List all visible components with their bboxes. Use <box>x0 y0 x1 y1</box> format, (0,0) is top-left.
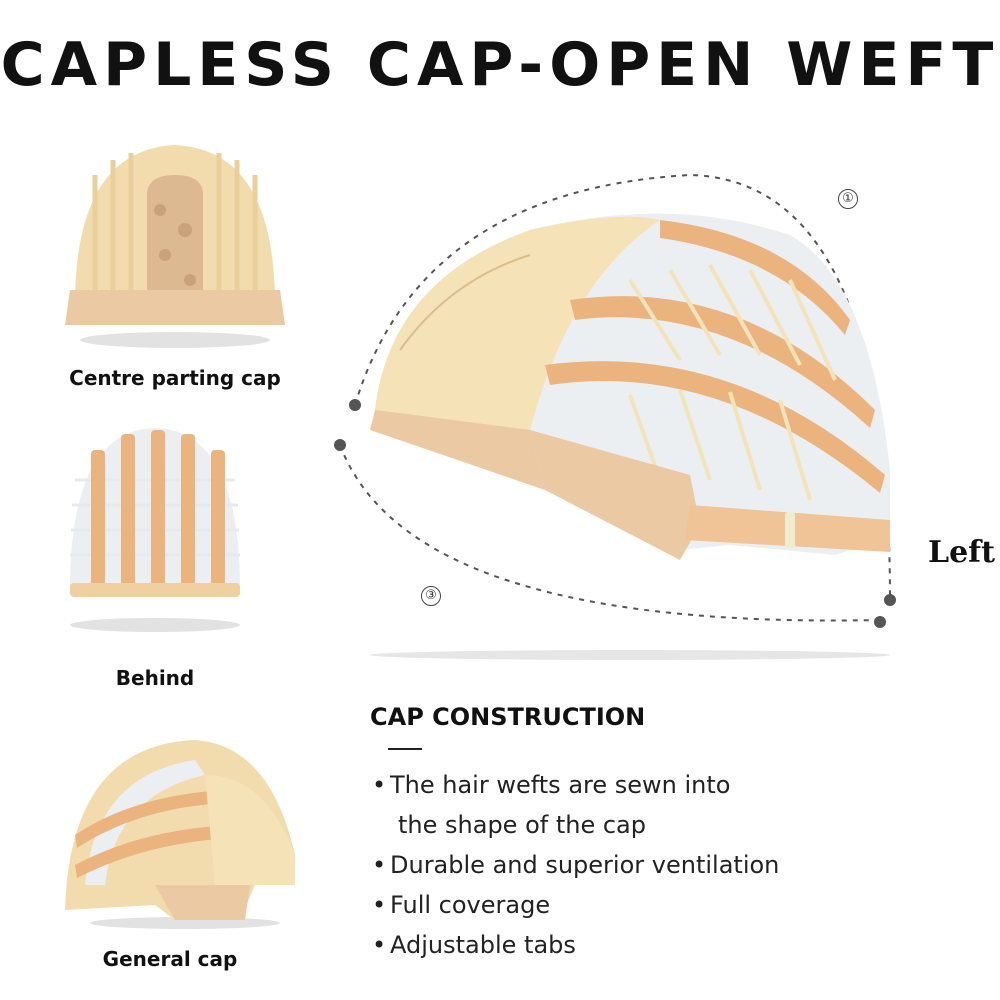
bullet-icon: • <box>372 931 387 959</box>
list-item: •Full coverage <box>372 885 972 925</box>
list-item-continuation: the shape of the cap <box>398 811 646 839</box>
feature-list: •The hair wefts are sewn into the shape … <box>372 765 972 965</box>
heading-divider <box>388 748 422 750</box>
list-item: •Durable and superior ventilation <box>372 845 972 885</box>
bullet-icon: • <box>372 891 387 919</box>
section-heading: CAP CONSTRUCTION <box>370 703 646 731</box>
main-cap-image <box>334 173 896 660</box>
general-cap-image <box>65 740 295 929</box>
side-view-label: Left <box>928 535 995 570</box>
bullet-icon: • <box>372 771 387 799</box>
thumbnail-label-general: General cap <box>102 947 238 971</box>
behind-cap-image <box>70 428 240 632</box>
thumbnail-label-behind: Behind <box>115 666 195 690</box>
list-item: •The hair wefts are sewn into <box>372 765 972 805</box>
list-item: •Adjustable tabs <box>372 925 972 965</box>
bullet-icon: • <box>372 851 387 879</box>
marker-1: ① <box>838 189 858 209</box>
marker-3: ③ <box>421 586 441 606</box>
centre-parting-cap-image <box>65 145 285 348</box>
page-title: CAPLESS CAP-OPEN WEFT <box>0 30 1000 100</box>
thumbnail-label-centre-parting: Centre parting cap <box>69 366 281 390</box>
